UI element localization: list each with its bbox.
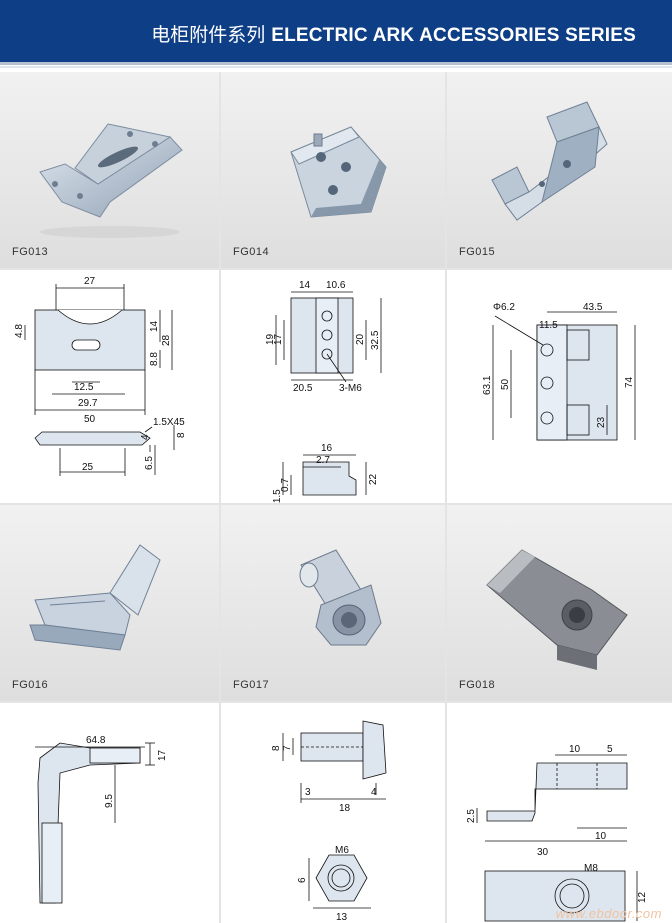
- dim-label: 29.7: [78, 398, 98, 409]
- dim-label: 43.5: [583, 302, 603, 313]
- dim-label: 50: [500, 378, 511, 390]
- dim-label: 4: [371, 787, 377, 798]
- dim-label: 2.7: [316, 455, 330, 466]
- dim-label: 63.1: [482, 375, 493, 395]
- product-code: FG013: [12, 246, 49, 258]
- header-rule-light: [0, 66, 672, 68]
- dim-label: 1.5X45: [153, 417, 185, 428]
- photo-fg015: FG015: [447, 72, 672, 268]
- title-chinese: 电柜附件系列: [151, 24, 266, 46]
- dim-label: 8.8: [149, 352, 160, 366]
- dim-label: 18: [339, 803, 351, 814]
- title-english: ELECTRIC ARK ACCESSORIES SERIES: [271, 25, 636, 46]
- product-code: FG014: [233, 246, 270, 258]
- part-fg014-image: [290, 126, 387, 218]
- photo-fg014: FG014: [221, 72, 445, 268]
- dim-label: 17: [157, 749, 168, 761]
- drawing-fg013: 27 4.8 14 28 8.8 12.5 29.7 50 1.5X45 4 8…: [0, 270, 219, 503]
- dim-label: 8: [271, 745, 282, 751]
- drawing-fg013-svg: 27 4.8 14 28 8.8 12.5 29.7 50 1.5X45 4 8…: [14, 276, 187, 476]
- drawing-fg014: 14 10.6 19 17 20 32.5 20.5 3-M6 16 2.7 0…: [221, 270, 445, 503]
- dim-label: 17: [273, 333, 284, 345]
- part-fg016-image: [29, 544, 161, 651]
- drawing-fg016: 64.8 17 9.5: [0, 703, 219, 923]
- drawing-fg017: 8 7 3 18 4 6 M6 13: [221, 703, 445, 923]
- dim-label: Φ6.2: [493, 302, 515, 313]
- dim-label: 20: [355, 333, 366, 345]
- dim-label: 5: [607, 744, 613, 755]
- dim-label: 22: [368, 473, 379, 485]
- dim-label: 9.5: [104, 794, 115, 808]
- dim-label: 32.5: [370, 330, 381, 350]
- dim-label: 11.5: [272, 489, 283, 503]
- part-fg015-image: [491, 101, 608, 221]
- dim-label: 0.7: [280, 478, 291, 492]
- dim-label: 4: [140, 434, 151, 440]
- watermark: www.ebdoor.com: [555, 906, 662, 921]
- dim-label: 6.5: [144, 456, 155, 470]
- product-code: FG017: [233, 679, 270, 691]
- header-rule: [0, 62, 672, 65]
- dim-label: 12: [637, 891, 648, 903]
- catalog-grid: FG013 FG014 FG015: [0, 72, 672, 923]
- dim-label: 28: [161, 334, 172, 346]
- product-code: FG016: [12, 679, 49, 691]
- part-fg013-image: [39, 123, 183, 238]
- drawing-fg015: Φ6.2 43.5 11.5 63.1 50 74 23: [447, 270, 672, 503]
- dim-label: 8: [176, 432, 187, 438]
- dim-label: 19: [265, 333, 276, 345]
- product-code: FG018: [459, 679, 496, 691]
- dim-label: 7: [282, 745, 293, 751]
- dim-label: 30: [537, 847, 549, 858]
- dim-label: 10: [569, 744, 581, 755]
- dim-label: 16: [321, 443, 333, 454]
- dim-label: 10.6: [326, 280, 346, 291]
- dim-label: 3-M6: [339, 383, 362, 394]
- drawing-fg017-svg: 8 7 3 18 4 6 M6 13: [271, 720, 387, 923]
- dim-label: M8: [584, 863, 598, 874]
- product-code: FG015: [459, 246, 496, 258]
- photo-fg017: FG017: [221, 505, 445, 701]
- dim-label: 4.8: [14, 324, 25, 338]
- part-fg017-image: [299, 549, 382, 646]
- dim-label: 50: [84, 414, 96, 425]
- dim-label: 25: [82, 462, 94, 473]
- dim-label: 14: [299, 280, 311, 291]
- photo-fg018: FG018: [447, 505, 672, 701]
- dim-label: 6: [297, 877, 308, 883]
- dim-label: 14: [149, 320, 160, 332]
- dim-label: 13: [336, 912, 348, 923]
- dim-label: 74: [624, 376, 635, 388]
- dim-label: 11.5: [539, 320, 558, 331]
- dim-label: 10: [595, 831, 607, 842]
- dim-label: 27: [84, 276, 96, 287]
- drawing-fg014-svg: 14 10.6 19 17 20 32.5 20.5 3-M6 16 2.7 0…: [265, 280, 382, 503]
- dim-label: 2.5: [466, 809, 477, 823]
- photo-fg013: FG013: [0, 72, 219, 268]
- drawing-fg016-svg: 64.8 17 9.5: [35, 735, 168, 904]
- drawing-fg015-svg: Φ6.2 43.5 11.5 63.1 50 74 23: [482, 302, 636, 441]
- part-fg018-image: [486, 549, 628, 670]
- photo-fg016: FG016: [0, 505, 219, 701]
- drawing-fg018: 10 5 2.5 10 30 M8 12 www.ebdoor.com: [447, 703, 672, 923]
- dim-label: M6: [335, 845, 349, 856]
- dim-label: 23: [596, 416, 607, 428]
- dim-label: 12.5: [74, 382, 94, 393]
- dim-label: 20.5: [293, 383, 313, 394]
- dim-label: 64.8: [86, 735, 106, 746]
- dim-label: 3: [305, 787, 311, 798]
- drawing-fg018-svg: 10 5 2.5 10 30 M8 12: [466, 744, 648, 922]
